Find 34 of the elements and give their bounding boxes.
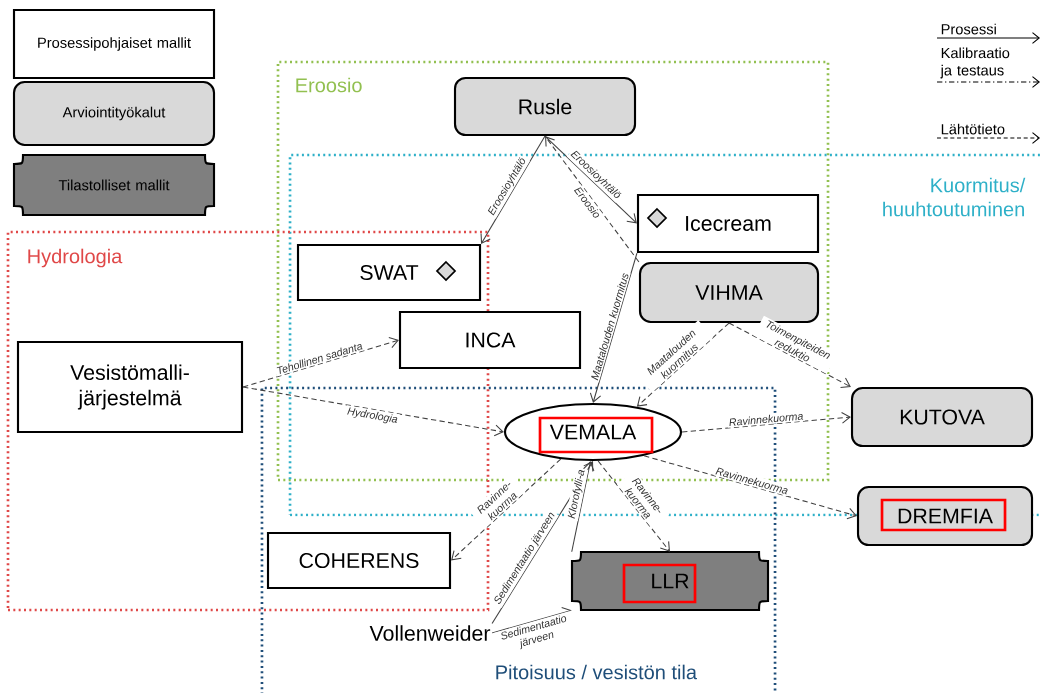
arrow bbox=[544, 135, 637, 224]
tool-box: DREMFIA bbox=[856, 485, 1034, 547]
legend-item: Lähtötieto bbox=[936, 123, 1040, 144]
edge-label: Tehollinen sadanta bbox=[273, 339, 365, 377]
tool-box: Rusle bbox=[453, 76, 637, 137]
legend-item: Kalibraatio ja testaus bbox=[936, 47, 1040, 88]
arrow bbox=[728, 322, 851, 389]
tool-box: Arviointityökalut bbox=[12, 80, 216, 147]
edge-label: Hydrologia bbox=[344, 405, 400, 427]
model-box: COHERENS bbox=[266, 531, 452, 590]
model-label: Vollenweider bbox=[369, 625, 491, 641]
arrow bbox=[242, 336, 399, 388]
edge-label: Ravinnekuorma bbox=[727, 410, 805, 428]
arrow bbox=[597, 460, 670, 552]
model-box: Prosessipohjaiset mallit bbox=[12, 8, 216, 80]
arrow bbox=[571, 461, 595, 553]
model-box: SWAT bbox=[296, 243, 482, 302]
legend-item: Prosessi bbox=[936, 23, 1040, 44]
edge-label: Klorofylli-a bbox=[565, 467, 589, 522]
statistical-model-plaque: LLR bbox=[570, 550, 770, 612]
arrow bbox=[545, 136, 640, 263]
model-box: Vesistömalli- järjestelmä bbox=[16, 340, 244, 434]
arrow bbox=[451, 458, 562, 561]
arrow bbox=[643, 455, 857, 520]
arrow bbox=[636, 322, 730, 407]
statistical-model-plaque: Tilastolliset mallit bbox=[12, 153, 216, 217]
arrow bbox=[589, 252, 638, 403]
arrow bbox=[681, 411, 851, 433]
model-box: Icecream bbox=[636, 193, 820, 254]
arrow bbox=[242, 386, 504, 437]
model-box: INCA bbox=[398, 310, 582, 370]
arrow bbox=[480, 135, 546, 244]
arrow bbox=[491, 607, 572, 634]
tool-box: KUTOVA bbox=[850, 386, 1034, 448]
